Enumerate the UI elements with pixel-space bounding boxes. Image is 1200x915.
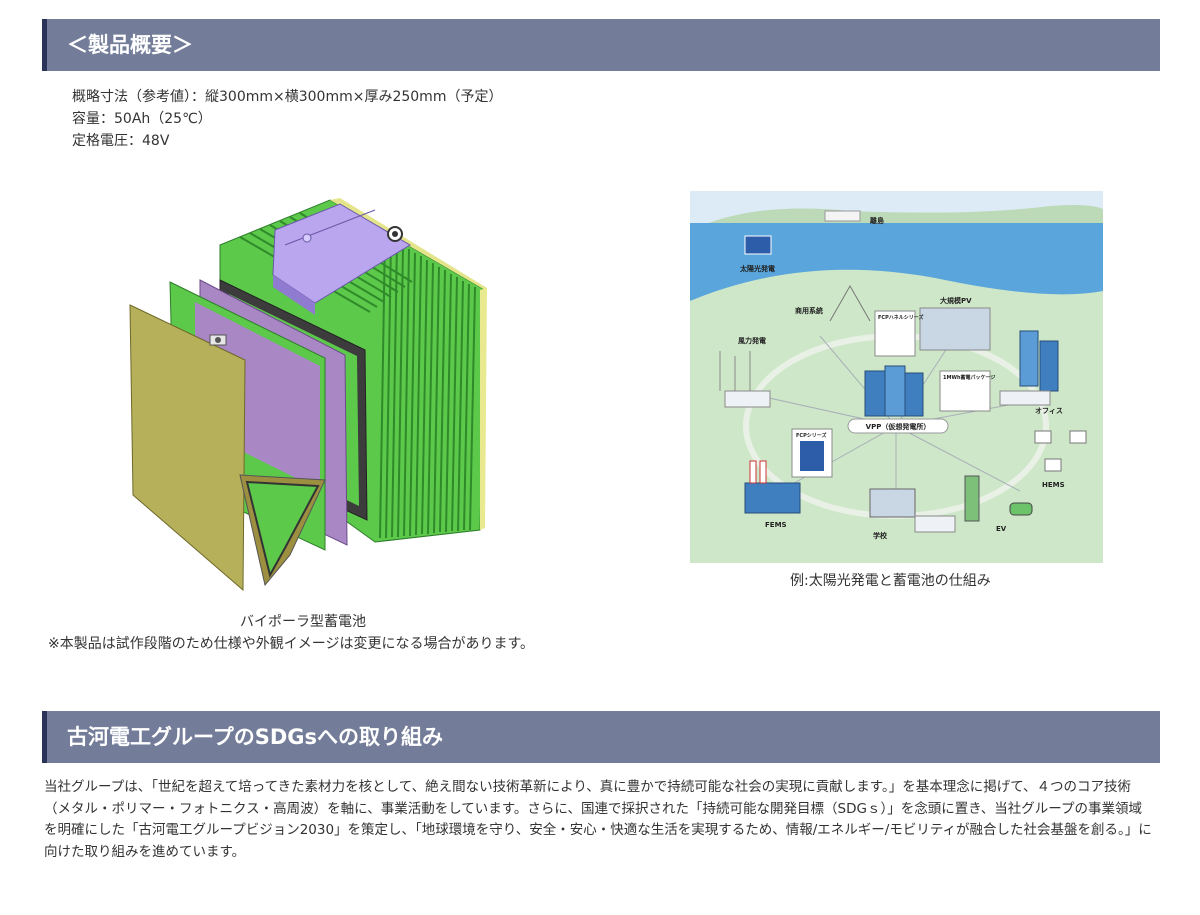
energy-system-map: VPP（仮想発電所） 離島 太陽光発電 商用系統 大規模PV FCPハネルシリー… (690, 191, 1103, 563)
bipolar-battery-illustration (125, 190, 495, 600)
sdgs-body: 当社グループは、「世紀を超えて培ってきた素材力を核として、絶え間ない技術革新によ… (44, 779, 1152, 860)
label-fcp2: FCPシリーズ (796, 432, 827, 439)
label-hems: HEMS (1042, 481, 1065, 489)
product-overview-title: ＜製品概要＞ (67, 33, 193, 57)
battery-note: ※本製品は試作段階のため仕様や外観イメージは変更になる場合があります。 (48, 636, 535, 652)
sdgs-header: 古河電工グループのSDGsへの取り組み (42, 711, 1160, 763)
label-wind: 風力発電 (737, 336, 766, 345)
battery-caption: バイポーラ型蓄電池 (240, 614, 366, 630)
label-island: 離島 (870, 216, 884, 225)
sdgs-title: 古河電工グループのSDGsへの取り組み (67, 725, 444, 749)
spec-capacity: 容量：50Ah（25℃） (72, 111, 212, 127)
label-grid: 商用系統 (795, 306, 823, 315)
battery-exploded-view (129, 198, 487, 592)
label-solar: 太陽光発電 (740, 264, 775, 273)
solar-storage-diagram: VPP（仮想発電所） 離島 太陽光発電 商用系統 大規模PV FCPハネルシリー… (690, 191, 1103, 563)
label-vpp: VPP（仮想発電所） (866, 422, 931, 431)
label-storage: 1MWh蓄電パッケージ (943, 374, 995, 381)
label-large-pv: 大規模PV (940, 296, 972, 305)
label-fcp: FCPハネルシリーズ (878, 314, 924, 321)
label-fems: FEMS (765, 521, 787, 529)
label-office: オフィス (1035, 407, 1063, 415)
label-ev: EV (996, 525, 1007, 533)
spec-dimensions: 概略寸法（参考値）：縦300mm×横300mm×厚み250mm（予定） (72, 89, 503, 105)
vpp-building-icon (864, 365, 924, 417)
spec-voltage: 定格電圧：48V (72, 133, 170, 149)
system-caption: 例:太陽光発電と蓄電池の仕組み (790, 573, 991, 589)
product-overview-header: ＜製品概要＞ (42, 19, 1160, 71)
label-school: 学校 (873, 531, 888, 540)
spec-list: 概略寸法（参考値）：縦300mm×横300mm×厚み250mm（予定） 容量：5… (72, 86, 502, 152)
